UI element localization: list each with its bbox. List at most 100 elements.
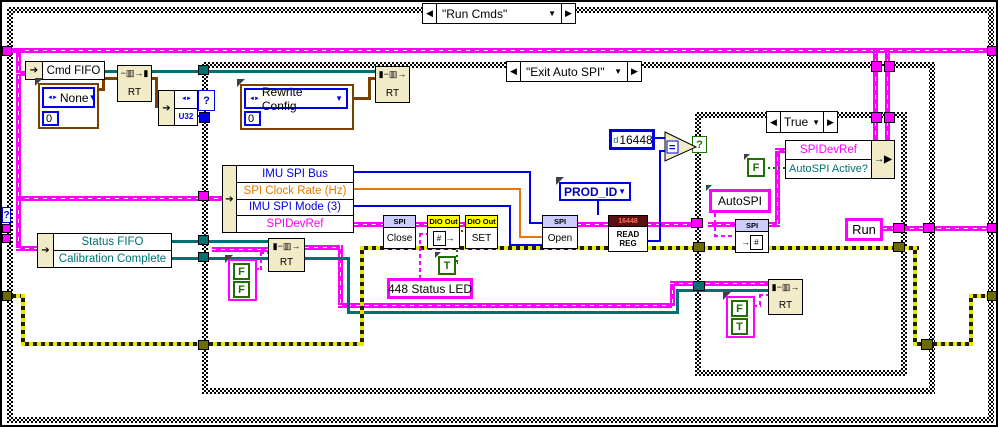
- enum-incdec-icon[interactable]: ◄►: [47, 94, 58, 101]
- tunnel: [871, 112, 882, 123]
- rt-fifo-write-node[interactable]: ▮−▥→ RT: [768, 279, 803, 315]
- spidevref-wire: [354, 222, 383, 227]
- case-selector-exit-auto-spi[interactable]: ◀ "Exit Auto SPI" ▼ ▶: [506, 61, 642, 82]
- wire-junction: [885, 48, 890, 53]
- bool-false-constant[interactable]: F: [731, 300, 748, 317]
- imu-unbundle-node[interactable]: ➔ IMU SPI Bus SPI Clock Rate (Hz) IMU SP…: [222, 165, 354, 233]
- tunnel: [893, 242, 905, 252]
- spi-close-node[interactable]: SPI Close: [383, 215, 416, 249]
- label-anchor: [237, 79, 245, 87]
- bool-true-constant[interactable]: T: [731, 318, 748, 335]
- status-fifo-node[interactable]: ➔ Status FIFO Calibration Complete: [37, 233, 172, 268]
- dio-out-set-node[interactable]: DIO Out SET: [465, 215, 498, 249]
- unbundle-node[interactable]: ➔ ◄► U32: [158, 90, 198, 126]
- case-prev-icon[interactable]: ◀: [507, 62, 521, 81]
- int-wire: [509, 244, 542, 246]
- label-anchor: [556, 177, 564, 185]
- none-enum-constant[interactable]: ◄► None ▼: [42, 87, 97, 108]
- prod-id-ring-constant[interactable]: PROD_ID ▼: [559, 182, 631, 201]
- run-string-constant[interactable]: Run: [845, 218, 883, 241]
- label-anchor: [706, 185, 712, 191]
- rt-fifo-icon: ▮−▥→: [771, 282, 800, 292]
- tunnel: [2, 234, 11, 243]
- error-wire: [21, 342, 362, 346]
- enum-incdec-icon[interactable]: ◄►: [249, 95, 260, 102]
- fifo-refnum-wire: [676, 289, 679, 312]
- error-wire: [969, 294, 973, 346]
- cluster-wire-segment: [305, 245, 342, 250]
- autospi-string-constant[interactable]: AutoSPI: [709, 189, 771, 213]
- bool-wire: [763, 167, 786, 169]
- rewrite-enum-constant[interactable]: ◄► Rewrite Config ▼: [244, 85, 348, 113]
- bool-true-constant[interactable]: T: [438, 256, 456, 275]
- spi-log-node[interactable]: SPI →#: [735, 219, 769, 253]
- bool-false-constant[interactable]: F: [747, 158, 765, 177]
- case-prev-icon[interactable]: ◀: [423, 4, 437, 23]
- case-prev-icon[interactable]: ◀: [767, 112, 781, 132]
- chevron-down-icon[interactable]: ▼: [614, 67, 622, 76]
- chevron-down-icon[interactable]: ▼: [548, 9, 556, 18]
- rt-fifo-icon: −▥→▮: [120, 68, 149, 78]
- fifo-refnum-wire: [347, 257, 350, 314]
- chevron-down-icon[interactable]: ▼: [335, 94, 343, 103]
- bool-false-constant[interactable]: F: [233, 281, 250, 298]
- case-next-icon[interactable]: ▶: [627, 62, 641, 81]
- status-led-string-constant[interactable]: 448 Status LED: [387, 278, 473, 299]
- label-anchor: [35, 78, 43, 86]
- spidevref-row: SPIDevRef: [237, 215, 353, 232]
- spidevref-wire: [775, 148, 780, 224]
- spi-open-node[interactable]: SPI Open: [542, 215, 578, 249]
- equals-node[interactable]: =: [664, 131, 698, 163]
- bool-array-wire: [260, 252, 268, 254]
- int-wire: [659, 150, 661, 242]
- imu-spi-mode-row: IMU SPI Mode (3): [237, 198, 353, 216]
- wire-junction: [873, 48, 878, 53]
- typedef-wire: [97, 88, 105, 91]
- bundle-arrow-icon: →▶: [871, 141, 894, 178]
- chevron-down-icon[interactable]: ▼: [618, 187, 626, 196]
- rt-fifo-read-node[interactable]: −▥→▮ RT: [117, 65, 152, 102]
- chevron-down-icon[interactable]: ▼: [812, 117, 820, 127]
- tunnel: [871, 61, 882, 72]
- bool-array-wire: [753, 305, 761, 307]
- cmd-fifo-node[interactable]: ➔ Cmd FIFO: [25, 61, 105, 80]
- reg-numeric-constant[interactable]: d 16448: [609, 129, 655, 150]
- tunnel: [198, 235, 209, 245]
- string-wire: [419, 233, 421, 279]
- chevron-down-icon[interactable]: ▼: [88, 93, 97, 102]
- cluster-wire-segment: [7, 48, 988, 53]
- dio-out-open-node[interactable]: DIO Out #→: [427, 215, 460, 249]
- case-selector-icon: ?: [2, 207, 11, 223]
- wire-junction: [16, 196, 21, 201]
- tunnel: [921, 339, 933, 350]
- rt-fifo-write-node[interactable]: ▮−▥→ RT: [375, 66, 410, 103]
- cmd-fifo-label: Cmd FIFO: [46, 64, 101, 77]
- read-reg-node[interactable]: 16448 READ REG: [608, 215, 648, 252]
- tunnel: [2, 291, 12, 301]
- rt-fifo-write-node[interactable]: ▮−▥→ RT: [268, 238, 305, 272]
- tunnel: [884, 112, 895, 123]
- cluster-wire-segment: [338, 245, 343, 307]
- int-wire: [354, 205, 511, 207]
- arrow-file-hash-icon: →#: [736, 232, 768, 252]
- numeric-constant[interactable]: 0: [42, 111, 59, 126]
- tunnel: [2, 46, 12, 56]
- case-label-text: "Exit Auto SPI": [526, 64, 605, 79]
- cluster-wire-segment: [670, 281, 768, 286]
- int-wire: [655, 137, 666, 139]
- bool-false-constant[interactable]: F: [233, 263, 250, 280]
- tunnel: [693, 242, 705, 252]
- cluster-wire-segment: [885, 50, 890, 142]
- bundle-node[interactable]: SPIDevRef AutoSPI Active? →▶: [785, 140, 895, 179]
- case-selector-icon: ?: [692, 136, 707, 153]
- cluster-wire-segment: [16, 71, 28, 76]
- case-next-icon[interactable]: ▶: [823, 112, 837, 132]
- tunnel: [198, 340, 209, 350]
- case-selector-run-cmds[interactable]: ◀ "Run Cmds" ▼ ▶: [422, 3, 576, 24]
- tunnel: [691, 218, 703, 228]
- case-next-icon[interactable]: ▶: [561, 4, 575, 23]
- rt-fifo-icon: ▮−▥→: [378, 69, 407, 79]
- case-selector-true[interactable]: ◀ True ▼ ▶: [766, 111, 838, 133]
- numeric-constant[interactable]: 0: [244, 111, 261, 126]
- bool-array-wire: [260, 252, 262, 270]
